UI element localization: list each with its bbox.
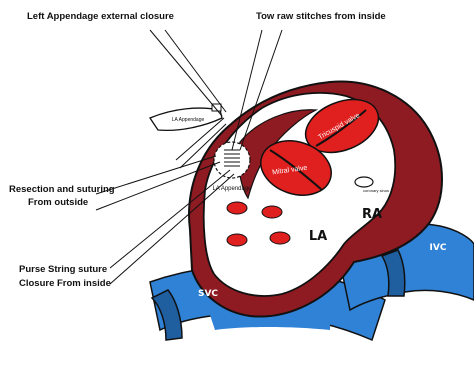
- pulmonary-vein-opening: [262, 206, 282, 218]
- label-purse-line2: Closure From inside: [19, 278, 111, 289]
- label-resection-line1: Resection and suturing: [9, 184, 115, 195]
- label-resection-line2: From outside: [28, 197, 88, 208]
- pulmonary-vein-opening: [270, 232, 290, 244]
- ivc-label: IVC: [430, 243, 447, 253]
- coronary-sinus-label: coronary sinus: [363, 188, 389, 193]
- la-appendage-inner-label: LA Appendage: [212, 186, 252, 192]
- label-left-appendage-external-closure: Left Appendage external closure: [27, 11, 174, 22]
- ra-label: RA: [362, 207, 382, 222]
- la-appendage-opening: [214, 142, 250, 178]
- label-purse-line1: Purse String suture: [19, 264, 107, 275]
- leader-line-external-closure-2: [165, 30, 226, 112]
- external-la-appendage: LA Appendage: [150, 104, 222, 130]
- leader-line-external-closure: [150, 30, 222, 116]
- la-label: LA: [309, 229, 327, 244]
- la-appendage-top-label: LA Appendage: [172, 117, 205, 123]
- pulmonary-vein-opening: [227, 202, 247, 214]
- pulmonary-vein-opening: [227, 234, 247, 246]
- svc-label: SVC: [198, 289, 218, 299]
- label-two-raw-stitches: Tow raw stitches from inside: [256, 11, 386, 22]
- coronary-sinus-shape: [355, 177, 373, 187]
